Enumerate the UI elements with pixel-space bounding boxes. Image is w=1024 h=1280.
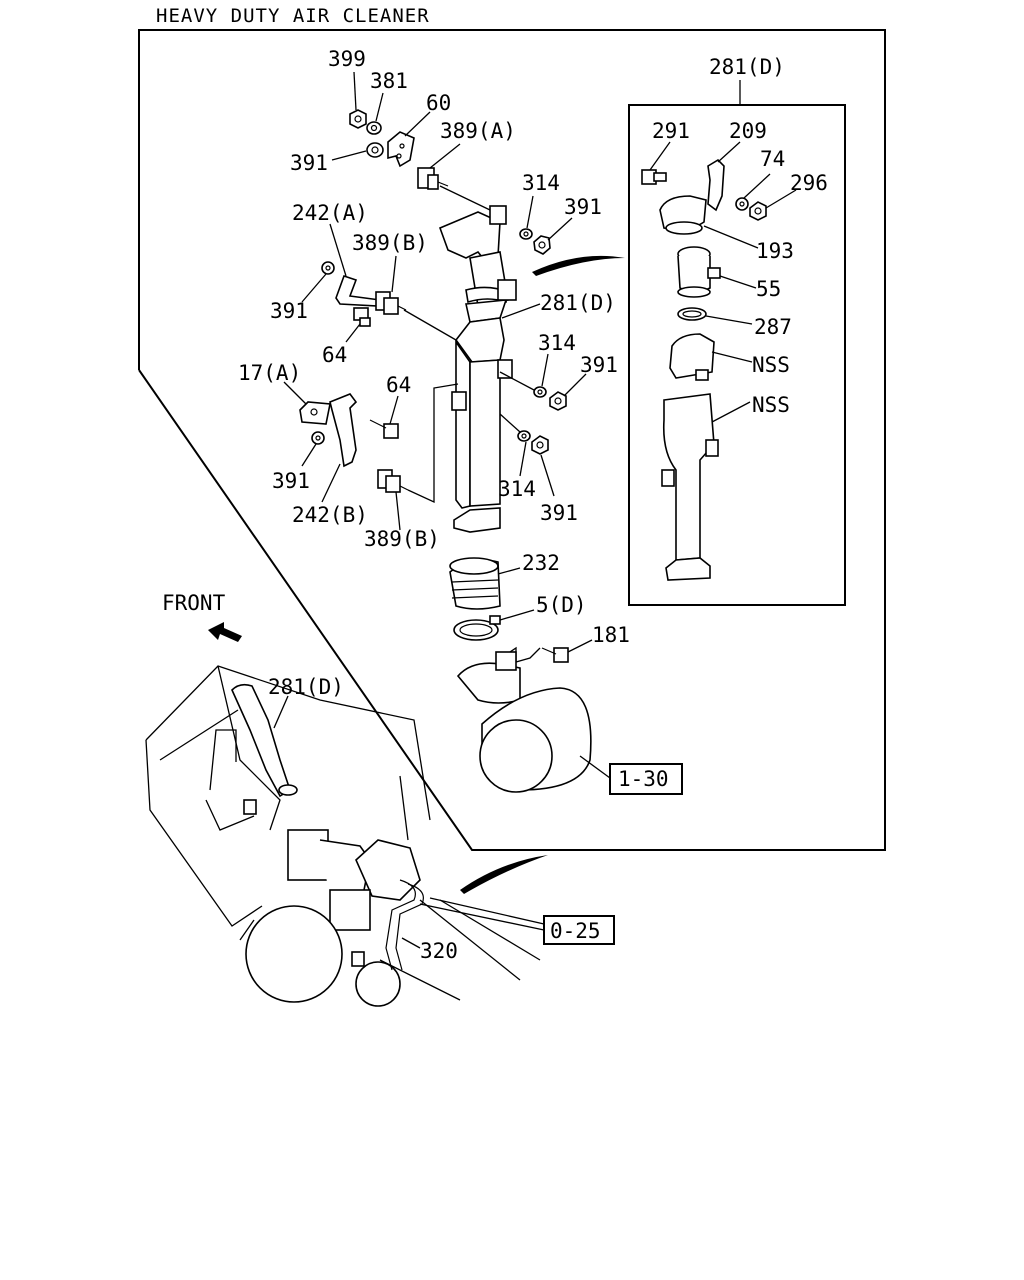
callout-291: 291: [652, 119, 690, 143]
vehicle-duct-281d: [231, 683, 298, 798]
adapter-nss-1: [669, 333, 715, 381]
bracket-209: [707, 158, 725, 212]
bracket-242b: [329, 393, 358, 468]
vehicle-cab: [145, 665, 431, 927]
washer-314-bottom: [517, 430, 531, 442]
bracket-242a: [335, 274, 382, 307]
callout-242b: 242(B): [292, 503, 368, 527]
nut-296: [749, 201, 767, 221]
mount-389b-top: [375, 291, 407, 315]
callout-74: 74: [760, 147, 785, 171]
washer-391-top: [366, 142, 384, 158]
callout-55: 55: [756, 277, 781, 301]
mount-389b-bottom: [377, 469, 409, 493]
callout-287: 287: [754, 315, 792, 339]
mount-389a: [417, 167, 449, 190]
callout-17a: 17(A): [238, 361, 301, 385]
washer-314-mid: [533, 386, 547, 398]
bolt-64-mid: [369, 419, 399, 439]
vehicle-chassis: [239, 829, 541, 1007]
callout-193: 193: [756, 239, 794, 263]
bolt-64-top: [353, 307, 371, 327]
callout-391-top-right: 391: [564, 195, 602, 219]
ref-1-30: 1-30: [618, 767, 669, 791]
callout-389b-bottom: 389(B): [364, 527, 440, 551]
callout-391-top: 391: [290, 151, 328, 175]
callout-314-mid: 314: [538, 331, 576, 355]
callout-181: 181: [592, 623, 630, 647]
front-label: FRONT: [162, 591, 226, 615]
callout-296: 296: [790, 171, 828, 195]
duct-nss-2: [661, 393, 719, 581]
clamp-287: [677, 307, 707, 321]
callout-242a: 242(A): [292, 201, 368, 225]
callout-381: 381: [370, 69, 408, 93]
callout-nss-1: NSS: [752, 353, 790, 377]
callout-281d-main: 281(D): [540, 291, 616, 315]
inset-sweep-arc: [532, 255, 625, 276]
callout-391-left-top: 391: [270, 299, 308, 323]
callout-399: 399: [328, 47, 366, 71]
callout-389a: 389(A): [440, 119, 516, 143]
arrow-up-left-icon: [208, 622, 242, 642]
nut-391-left-bottom: [311, 431, 325, 445]
ref-box-0-25: [543, 915, 615, 945]
callout-314-top: 314: [522, 171, 560, 195]
nut-391-bottom: [531, 435, 549, 455]
callout-nss-2: NSS: [752, 393, 790, 417]
nut-391-top-right: [533, 235, 551, 255]
inset-label: 281(D): [709, 55, 785, 79]
nut-391-left-top: [321, 261, 335, 275]
nut-391-mid-right: [549, 391, 567, 411]
clamp-5d: [453, 615, 501, 641]
air-cleaner-body: [456, 651, 592, 793]
ref-box-1-30: [609, 763, 683, 795]
callout-389b-top: 389(B): [352, 231, 428, 255]
callout-232: 232: [522, 551, 560, 575]
washer-74: [735, 197, 749, 211]
diagram-title: HEAVY DUTY AIR CLEANER: [156, 5, 430, 27]
hose-232: [449, 557, 501, 610]
callout-391-bottom: 391: [540, 501, 578, 525]
callout-64-mid: 64: [386, 373, 411, 397]
bolt-291: [641, 169, 667, 185]
inset-frame: [628, 104, 846, 606]
callout-209: 209: [729, 119, 767, 143]
main-frame: [138, 29, 886, 851]
bolt-181: [541, 647, 569, 663]
callout-391-left-bottom: 391: [272, 469, 310, 493]
plate-17a: [299, 401, 331, 425]
ref-0-25: 0-25: [550, 919, 601, 943]
washer-314-top: [519, 228, 533, 240]
callout-281d-vehicle: 281(D): [268, 675, 344, 699]
elbow-193: [659, 195, 707, 235]
duct-281d: [438, 205, 517, 533]
filter-55: [677, 246, 721, 298]
washer-381: [366, 121, 382, 135]
callout-391-mid-right: 391: [580, 353, 618, 377]
callout-320: 320: [420, 939, 458, 963]
callout-60: 60: [426, 91, 451, 115]
nut-399: [349, 109, 367, 129]
vehicle-sweep-arc: [460, 855, 548, 894]
bracket-60: [387, 131, 415, 168]
callout-314-bottom: 314: [498, 477, 536, 501]
callout-64-top: 64: [322, 343, 347, 367]
callout-5d: 5(D): [536, 593, 587, 617]
